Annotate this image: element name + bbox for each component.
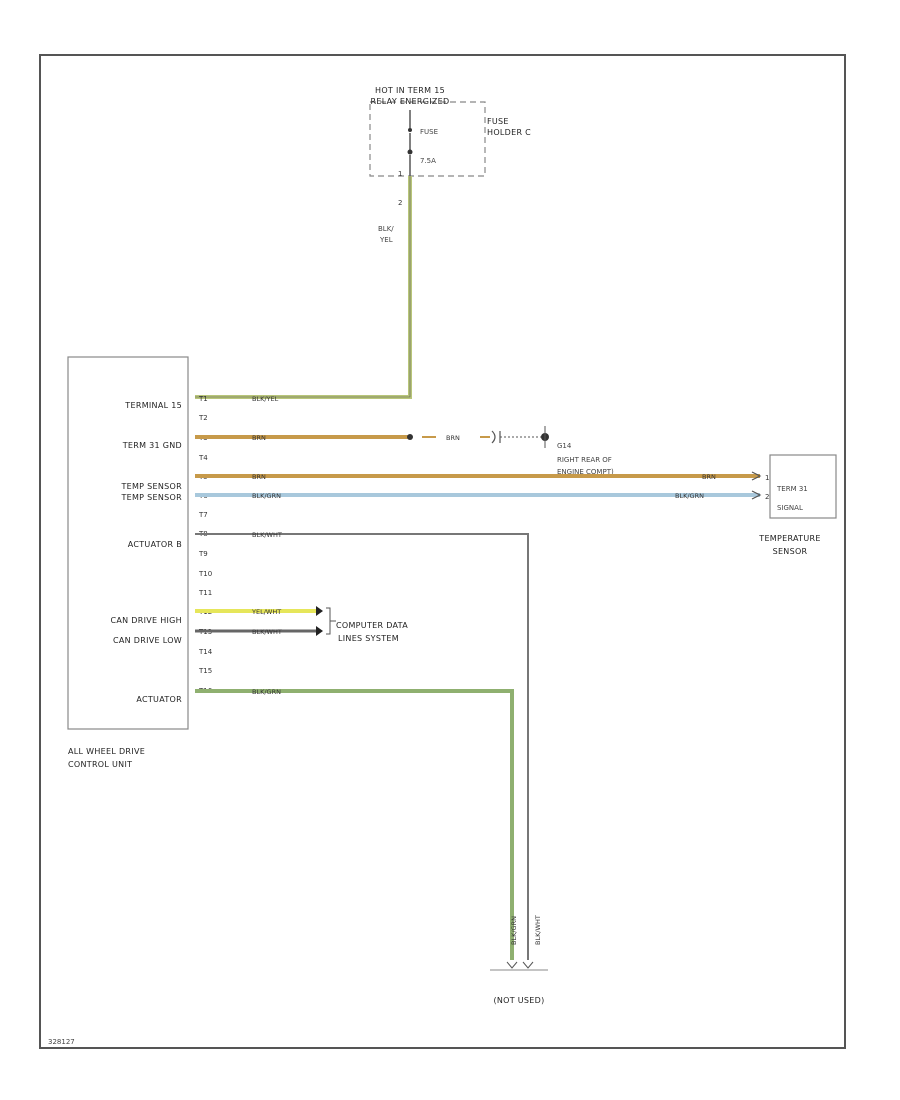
ground-splice-dot bbox=[407, 434, 413, 440]
not-used-terminal-a bbox=[506, 961, 518, 969]
sensor-connector-1 bbox=[751, 471, 762, 481]
can-label-1: COMPUTER DATA bbox=[336, 621, 408, 630]
wire-label-t1: BLK/YEL bbox=[252, 395, 279, 403]
sensor-pin-1: 1 bbox=[765, 474, 769, 482]
wire-terminal-15-edge bbox=[195, 176, 411, 398]
pin-number-t14: T14 bbox=[198, 648, 213, 656]
wire-label-ground: BRN bbox=[446, 434, 460, 442]
wire-actuator bbox=[195, 689, 514, 960]
sensor-pin-2: 2 bbox=[765, 493, 769, 501]
figure-id: 328127 bbox=[48, 1038, 75, 1046]
diagram-frame bbox=[39, 54, 846, 1049]
can-low-arrow bbox=[316, 626, 323, 636]
pin-number-t11: T11 bbox=[198, 589, 212, 597]
fuse-contact-bottom bbox=[407, 149, 413, 155]
sensor-connector-2 bbox=[751, 490, 762, 500]
sensor-term-1: TERM 31 bbox=[776, 485, 808, 493]
wire-label-t6: BLK/GRN bbox=[252, 492, 281, 500]
ground-location-1: RIGHT REAR OF bbox=[557, 456, 612, 464]
pin-label-t5: TEMP SENSOR bbox=[120, 482, 182, 491]
wire-terminal-15 bbox=[195, 176, 412, 399]
pin-label-t13: CAN DRIVE LOW bbox=[113, 636, 182, 645]
fuse-holder-box bbox=[369, 101, 486, 177]
wire-label-t5: BRN bbox=[252, 473, 266, 481]
pin-label-t8: ACTUATOR B bbox=[128, 540, 182, 549]
wire-label-sensor-top: BRN bbox=[702, 473, 716, 481]
temperature-sensor-box bbox=[769, 454, 837, 519]
not-used-wire-b: BLK/WHT bbox=[534, 915, 542, 945]
sensor-name-2: SENSOR bbox=[773, 547, 808, 556]
pin-number-t2: T2 bbox=[198, 414, 208, 422]
fuse-contact-top bbox=[408, 128, 412, 132]
not-used-wire-a: BLK/GRN bbox=[510, 916, 518, 945]
wire-actuator-b bbox=[195, 533, 529, 960]
ground-location-2: ENGINE COMPT) bbox=[557, 468, 614, 476]
fuse-terminal-1: 1 bbox=[398, 170, 402, 178]
fuse-label: FUSE bbox=[420, 128, 438, 136]
sensor-term-2: SIGNAL bbox=[777, 504, 803, 512]
pin-number-t4: T4 bbox=[198, 454, 208, 462]
pin-number-t15: T15 bbox=[198, 667, 212, 675]
control-unit-pins: TERMINAL 15 T1 T2 TERM 31 GND T3 T4 TEMP… bbox=[110, 395, 212, 704]
not-used-label: (NOT USED) bbox=[493, 996, 544, 1005]
ground-connector-curve bbox=[491, 430, 496, 444]
fuse-holder-label-2: HOLDER C bbox=[487, 128, 531, 137]
fuse-holder-label-1: FUSE bbox=[487, 117, 509, 126]
wire-label-t16: BLK/GRN bbox=[252, 688, 281, 696]
sensor-name-1: TEMPERATURE bbox=[758, 534, 820, 543]
fuse-rating: 7.5A bbox=[420, 157, 436, 165]
pin-label-t3: TERM 31 GND bbox=[122, 441, 182, 450]
wire-label-t3: BRN bbox=[252, 434, 266, 442]
fuse-wire-color-2: YEL bbox=[379, 236, 393, 244]
wire-label-t8: BLK/WHT bbox=[252, 531, 282, 539]
wire-label-sensor-bottom: BLK/GRN bbox=[675, 492, 704, 500]
control-unit-name-2: CONTROL UNIT bbox=[68, 760, 132, 769]
ground-id: G14 bbox=[557, 442, 572, 450]
wire-label-t13: BLK/WHT bbox=[252, 628, 282, 636]
pin-number-t1: T1 bbox=[198, 395, 208, 403]
fuse-power-label-1: HOT IN TERM 15 bbox=[375, 86, 445, 95]
can-label-2: LINES SYSTEM bbox=[338, 634, 399, 643]
pin-label-t1: TERMINAL 15 bbox=[124, 401, 182, 410]
control-unit-name-1: ALL WHEEL DRIVE bbox=[68, 747, 145, 756]
fuse-power-label-2: RELAY ENERGIZED bbox=[371, 97, 450, 106]
fuse-terminal-2: 2 bbox=[398, 199, 402, 207]
pin-label-t6: TEMP SENSOR bbox=[120, 493, 182, 502]
wire-label-t12: YEL/WHT bbox=[251, 608, 281, 616]
not-used-terminal-b bbox=[522, 961, 534, 969]
pin-label-t16: ACTUATOR bbox=[136, 695, 182, 704]
pin-number-t9: T9 bbox=[198, 550, 208, 558]
pin-number-t7: T7 bbox=[198, 511, 208, 519]
pin-label-t12: CAN DRIVE HIGH bbox=[110, 616, 182, 625]
fuse-wire-color-1: BLK/ bbox=[378, 225, 394, 233]
can-high-arrow bbox=[316, 606, 323, 616]
control-unit-box bbox=[67, 356, 189, 730]
can-bracket bbox=[326, 607, 331, 635]
pin-number-t10: T10 bbox=[198, 570, 212, 578]
